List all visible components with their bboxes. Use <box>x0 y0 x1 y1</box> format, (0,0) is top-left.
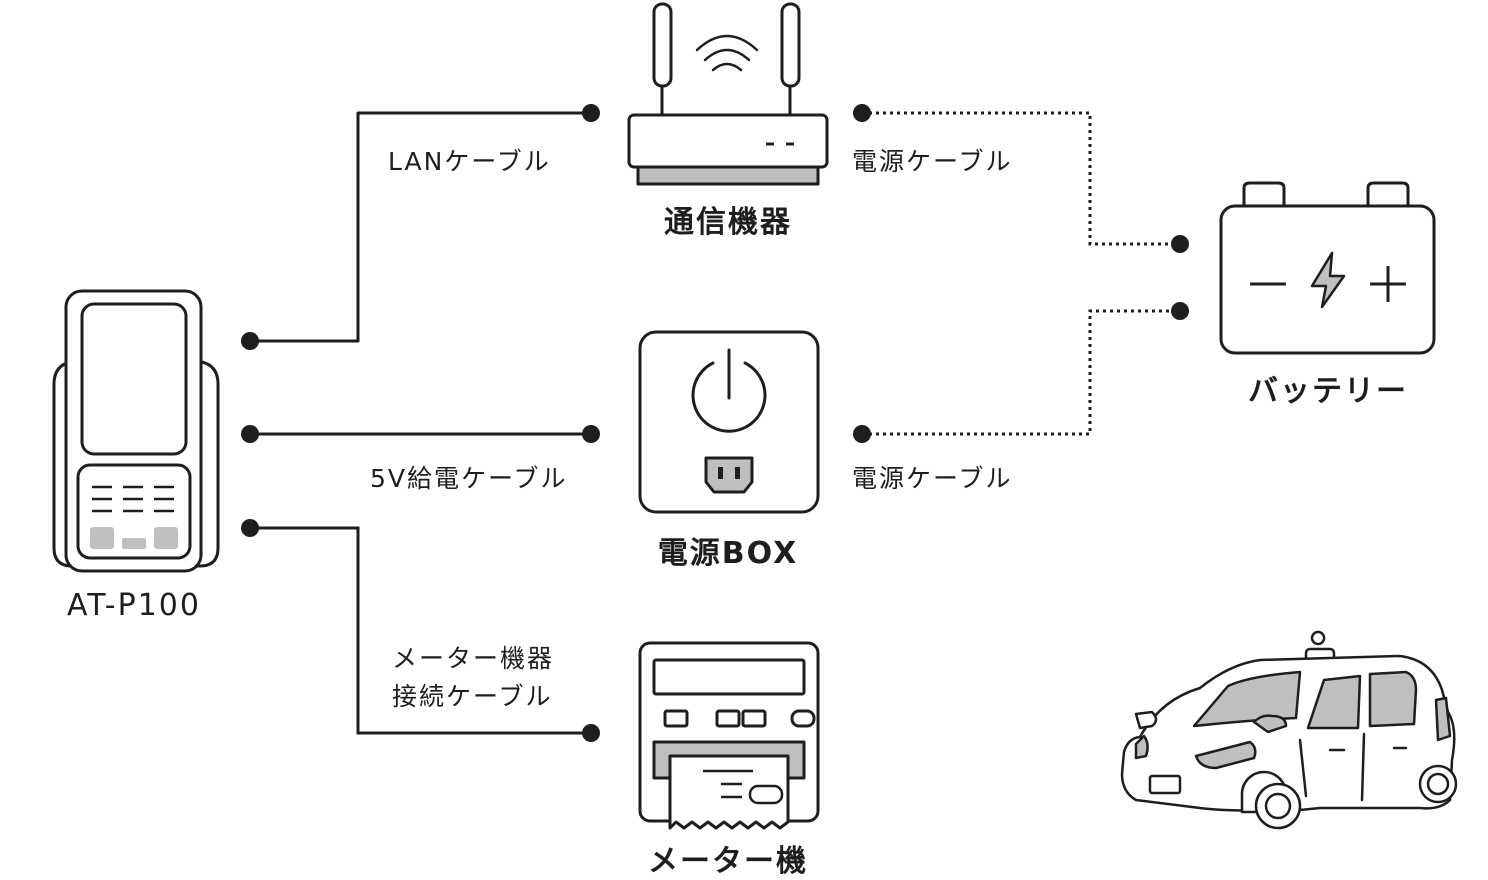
connector-dot <box>1171 302 1189 320</box>
meter-cable-label-line1: メーター機器 <box>392 644 555 673</box>
battery-icon <box>1219 181 1436 355</box>
taxi-car-icon <box>1120 630 1458 830</box>
connector-dot <box>853 104 871 122</box>
terminal-label: AT-P100 <box>67 588 201 623</box>
lan-cable-label: LANケーブル <box>388 147 551 176</box>
connector-dot <box>241 519 259 537</box>
connector-dot <box>853 425 871 443</box>
router-power-cable-label: 電源ケーブル <box>852 147 1013 176</box>
battery-label: バッテリー <box>1248 374 1408 409</box>
payment-terminal-icon <box>52 289 220 573</box>
meter-cable-label-line2: 接続ケーブル <box>392 682 553 711</box>
connector-dot <box>1171 235 1189 253</box>
connector-dot <box>582 104 600 122</box>
connector-dots <box>241 104 1189 742</box>
lan-cable-line <box>250 111 591 343</box>
connector-dot <box>582 425 600 443</box>
box-power-cable-label: 電源ケーブル <box>852 464 1013 493</box>
meter-cable-line <box>250 526 591 735</box>
router-power-cable-line <box>862 111 1180 246</box>
power-box-label: 電源BOX <box>657 536 799 571</box>
usb-5v-cable-label: 5V給電ケーブル <box>370 464 568 493</box>
meter-label: メーター機 <box>648 844 808 879</box>
meter-cable-label: メーター機器 接続ケーブル <box>392 640 554 716</box>
taxi-meter-icon <box>638 641 820 830</box>
router-icon <box>627 2 829 186</box>
connector-dot <box>241 332 259 350</box>
cable-lines <box>250 111 1180 735</box>
connector-dot <box>582 724 600 742</box>
power-box-icon <box>638 330 820 514</box>
box-power-cable-line <box>862 309 1180 436</box>
connector-dot <box>241 425 259 443</box>
router-label: 通信機器 <box>664 205 792 240</box>
